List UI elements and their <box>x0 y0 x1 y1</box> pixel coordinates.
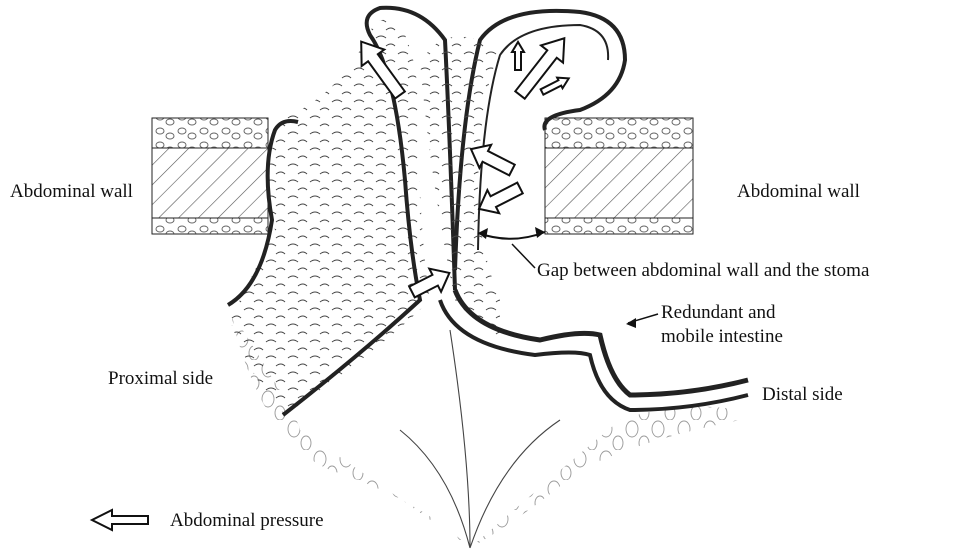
label-redundant-line2: mobile intestine <box>661 326 783 348</box>
label-proximal: Proximal side <box>108 368 213 390</box>
redundant-leader-arrowhead <box>626 318 636 328</box>
gap-arc <box>478 232 545 239</box>
label-gap: Gap between abdominal wall and the stoma <box>537 260 869 282</box>
distal-lumen-texture <box>420 37 500 340</box>
abdominal-wall-right <box>545 118 693 234</box>
abdominal-wall-left <box>152 118 268 234</box>
label-distal: Distal side <box>762 384 843 406</box>
legend-label: Abdominal pressure <box>170 510 324 532</box>
pressure-arrow-icon <box>539 73 571 97</box>
pressure-arrow-icon <box>512 42 524 70</box>
gap-arc-arrowhead-right <box>535 227 545 238</box>
gap-leader-line <box>512 244 535 268</box>
label-abdominal-wall-right: Abdominal wall <box>737 181 860 203</box>
label-abdominal-wall-left: Abdominal wall <box>10 181 133 203</box>
label-redundant-line1: Redundant and <box>661 302 776 324</box>
hollow-arrow-left-icon <box>92 510 148 530</box>
